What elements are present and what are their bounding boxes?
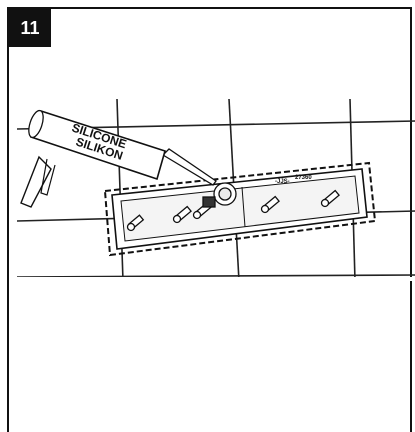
box-label-right: 27360 xyxy=(295,175,312,181)
illustration-silicone-sealing: -JJS- 27360 SILICONE SILIKON xyxy=(17,99,415,281)
mounting-box: -JJS- 27360 xyxy=(103,161,377,257)
gun-trigger xyxy=(40,158,56,196)
fixing-pin-2 xyxy=(172,205,192,224)
fixing-pin-5 xyxy=(320,189,340,208)
gun-handle xyxy=(20,155,52,208)
fixing-pin-1 xyxy=(126,214,145,232)
valve-body xyxy=(202,182,237,208)
step-number-badge: 11 xyxy=(9,9,51,47)
fixing-pin-4 xyxy=(260,195,280,214)
box-label-left: -JJS- xyxy=(275,179,290,185)
silicone-seal-outline xyxy=(103,161,377,257)
illustration-canvas: -JJS- 27360 SILICONE SILIKON xyxy=(17,99,415,281)
instruction-panel: 11 xyxy=(7,7,415,432)
